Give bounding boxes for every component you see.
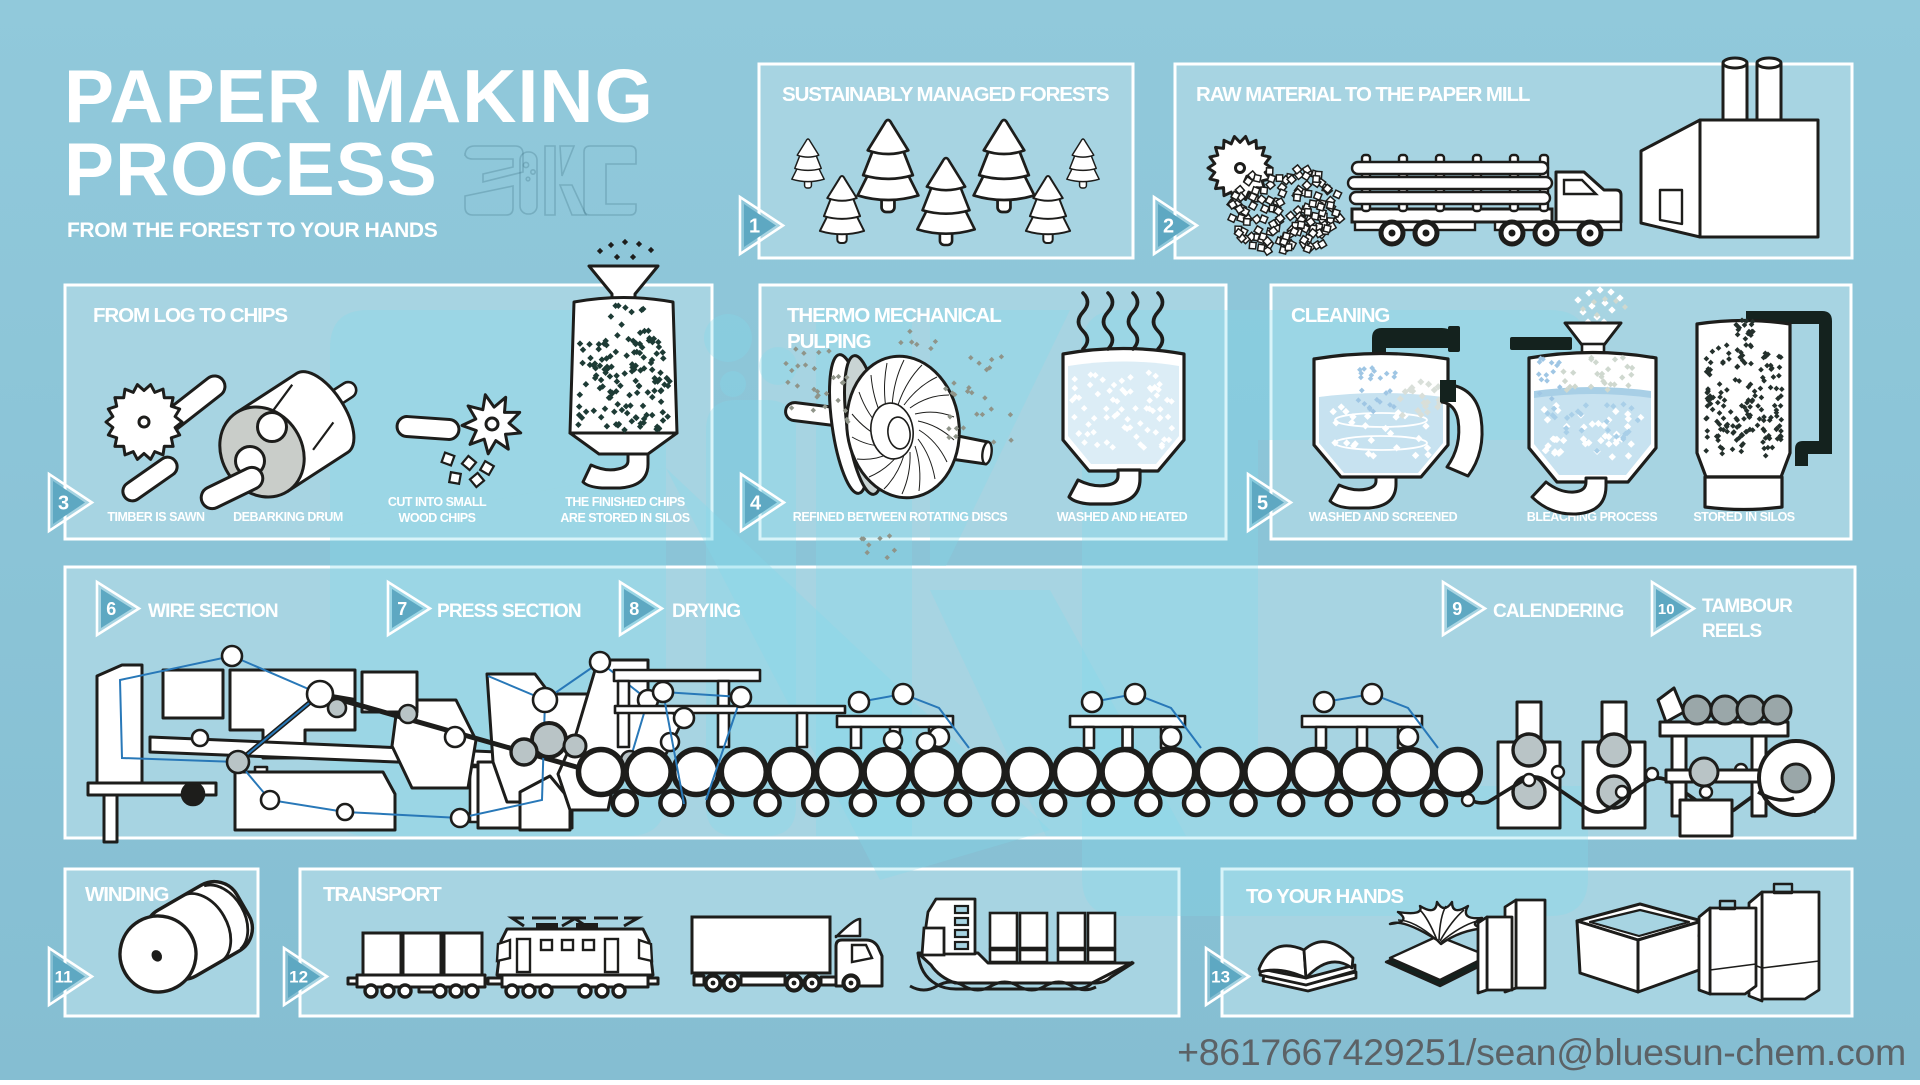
svg-text:4: 4 [750,493,762,515]
svg-text:REFINED BETWEEN ROTATING DISCS: REFINED BETWEEN ROTATING DISCS [793,510,1008,524]
svg-text:BLEACHING PROCESS: BLEACHING PROCESS [1527,510,1658,524]
svg-text:TRANSPORT: TRANSPORT [323,883,442,906]
svg-text:THE FINISHED CHIPS: THE FINISHED CHIPS [565,495,685,509]
svg-text:10: 10 [1658,601,1675,618]
svg-text:TAMBOUR: TAMBOUR [1702,596,1793,617]
svg-text:13: 13 [1211,968,1230,987]
svg-text:5: 5 [1257,493,1268,515]
svg-text:2: 2 [1163,216,1174,238]
svg-text:WASHED AND HEATED: WASHED AND HEATED [1057,510,1188,524]
svg-text:PULPING: PULPING [787,330,871,353]
svg-text:6: 6 [106,599,116,619]
svg-text:7: 7 [397,599,407,619]
svg-text:8: 8 [629,599,639,619]
svg-text:FROM THE FOREST TO YOUR HANDS: FROM THE FOREST TO YOUR HANDS [67,219,438,242]
svg-text:WIRE SECTION: WIRE SECTION [148,601,278,622]
svg-text:REELS: REELS [1702,621,1761,642]
svg-text:WOOD CHIPS: WOOD CHIPS [399,511,476,525]
svg-text:3: 3 [58,493,69,515]
svg-text:CUT INTO SMALL: CUT INTO SMALL [388,495,487,509]
svg-text:ARE STORED IN SILOS: ARE STORED IN SILOS [560,511,689,525]
svg-text:CALENDERING: CALENDERING [1493,601,1624,622]
svg-text:+8617667429251/sean@bluesun-ch: +8617667429251/sean@bluesun-chem.com [1177,1031,1906,1073]
svg-text:CLEANING: CLEANING [1291,304,1389,327]
svg-text:TO YOUR HANDS: TO YOUR HANDS [1246,885,1403,908]
svg-text:9: 9 [1452,599,1462,619]
svg-text:RAW MATERIAL TO THE PAPER MILL: RAW MATERIAL TO THE PAPER MILL [1196,83,1530,106]
svg-text:TIMBER IS SAWN: TIMBER IS SAWN [107,510,205,524]
svg-text:DRYING: DRYING [672,601,740,622]
svg-text:PROCESS: PROCESS [64,127,438,211]
svg-text:1: 1 [749,216,760,238]
svg-text:WASHED AND SCREENED: WASHED AND SCREENED [1309,510,1458,524]
svg-text:WINDING: WINDING [85,883,169,906]
svg-text:STORED IN SILOS: STORED IN SILOS [1693,510,1794,524]
svg-text:PAPER MAKING: PAPER MAKING [64,54,654,138]
svg-text:SUSTAINABLY MANAGED FORESTS: SUSTAINABLY MANAGED FORESTS [782,83,1109,106]
svg-text:DEBARKING DRUM: DEBARKING DRUM [233,510,343,524]
svg-text:PRESS SECTION: PRESS SECTION [437,601,581,622]
svg-text:THERMO MECHANICAL: THERMO MECHANICAL [787,304,1001,327]
svg-text:FROM LOG TO CHIPS: FROM LOG TO CHIPS [93,304,287,327]
svg-text:11: 11 [55,968,73,987]
svg-text:12: 12 [289,968,308,987]
